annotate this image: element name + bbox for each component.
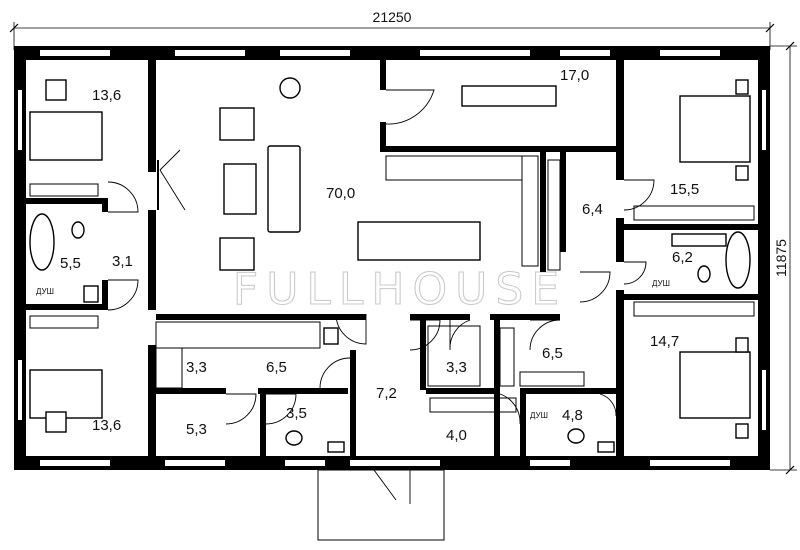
porch bbox=[317, 469, 445, 541]
room-area-bath-e: 6,2 bbox=[672, 249, 693, 266]
shower-label-e: ДУШ bbox=[652, 279, 670, 288]
dimension-lines bbox=[9, 22, 797, 475]
room-area-entrance: 7,2 bbox=[376, 385, 397, 402]
room-area-shower-room: 4,8 bbox=[562, 407, 583, 424]
room-area-hall-e: 6,5 bbox=[542, 345, 563, 362]
exterior-walls bbox=[14, 46, 770, 470]
room-area-hall-w: 3,1 bbox=[112, 253, 133, 270]
room-area-bath-w: 5,5 bbox=[60, 255, 81, 272]
room-area-bedroom-nw: 13,6 bbox=[92, 87, 121, 104]
shower-label-s: ДУШ bbox=[530, 411, 548, 420]
doors bbox=[107, 89, 655, 425]
room-area-closet-mid: 3,3 bbox=[446, 359, 467, 376]
room-area-bedroom-sw: 13,6 bbox=[92, 417, 121, 434]
room-area-bedroom-ne: 15,5 bbox=[670, 181, 699, 198]
room-area-living: 70,0 bbox=[326, 185, 355, 202]
beds bbox=[29, 79, 751, 439]
overall-width-label: 21250 bbox=[373, 9, 412, 25]
room-area-wc: 3,5 bbox=[286, 405, 307, 422]
shower-label-w: ДУШ bbox=[36, 287, 54, 296]
room-area-bedroom-se: 14,7 bbox=[650, 333, 679, 350]
kitchen-counter bbox=[385, 155, 539, 267]
room-area-closet-sw: 3,3 bbox=[186, 359, 207, 376]
utility-cabinets bbox=[155, 321, 481, 389]
living-furniture bbox=[219, 77, 481, 271]
room-area-wardrobe: 4,0 bbox=[446, 427, 467, 444]
room-area-dining: 17,0 bbox=[560, 67, 589, 84]
interior-walls bbox=[26, 60, 758, 456]
dining-table bbox=[461, 85, 557, 107]
wardrobes bbox=[29, 159, 755, 413]
room-area-laundry: 6,5 bbox=[266, 359, 287, 376]
overall-depth-label: 11875 bbox=[773, 239, 789, 277]
bathroom-fixtures bbox=[29, 213, 751, 453]
watermark: FULLHOUSE bbox=[233, 264, 567, 315]
room-area-storage: 5,3 bbox=[186, 421, 207, 438]
room-area-pantry: 6,4 bbox=[582, 201, 603, 218]
